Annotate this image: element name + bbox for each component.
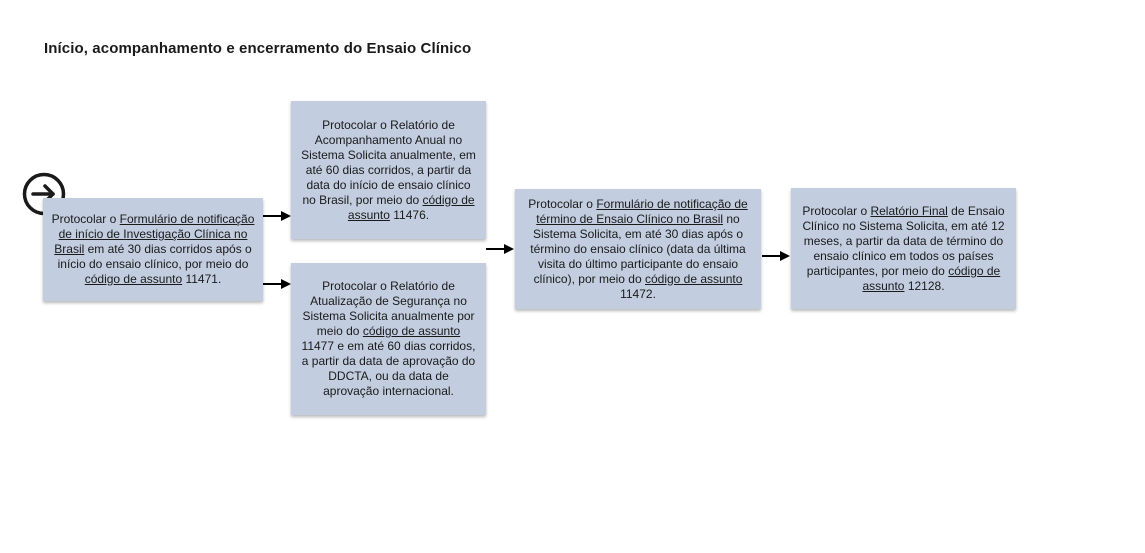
subject-code-link[interactable]: código de assunto [362,324,461,338]
arrow-right-icon [263,279,291,289]
step-safety-update-report-text: Protocolar o Relatório de Atualização de… [301,279,476,398]
step-final-report: Protocolar o Relatório Final de Ensaio C… [791,188,1016,309]
subject-code-link[interactable]: código de assunto [862,263,1001,293]
step-end-notification: Protocolar o Formulário de notificação d… [515,189,761,309]
step-final-report-text: Protocolar o Relatório Final de Ensaio C… [802,203,1005,293]
subject-code-link[interactable]: código de assunto [84,272,183,286]
form-end-notification-link[interactable]: Formulário de notificação de término de … [536,196,748,226]
step-start-notification-text: Protocolar o Formulário de notificação d… [51,212,255,286]
form-start-notification-link[interactable]: Formulário de notificação de início de I… [54,212,255,256]
step-start-notification: Protocolar o Formulário de notificação d… [43,198,263,301]
arrow-right-icon [762,251,790,261]
final-report-link[interactable]: Relatório Final [870,203,948,218]
diagram-title: Início, acompanhamento e encerramento do… [44,40,472,57]
step-annual-report-text: Protocolar o Relatório de Acompanhamento… [301,117,476,222]
step-annual-report: Protocolar o Relatório de Acompanhamento… [291,101,486,239]
step-end-notification-text: Protocolar o Formulário de notificação d… [528,196,748,301]
arrow-right-icon [263,211,291,221]
subject-code-link[interactable]: código de assunto [644,271,743,286]
subject-code-link[interactable]: código de assunto [347,192,475,222]
step-safety-update-report: Protocolar o Relatório de Atualização de… [291,263,486,415]
arrow-right-icon [486,244,514,254]
